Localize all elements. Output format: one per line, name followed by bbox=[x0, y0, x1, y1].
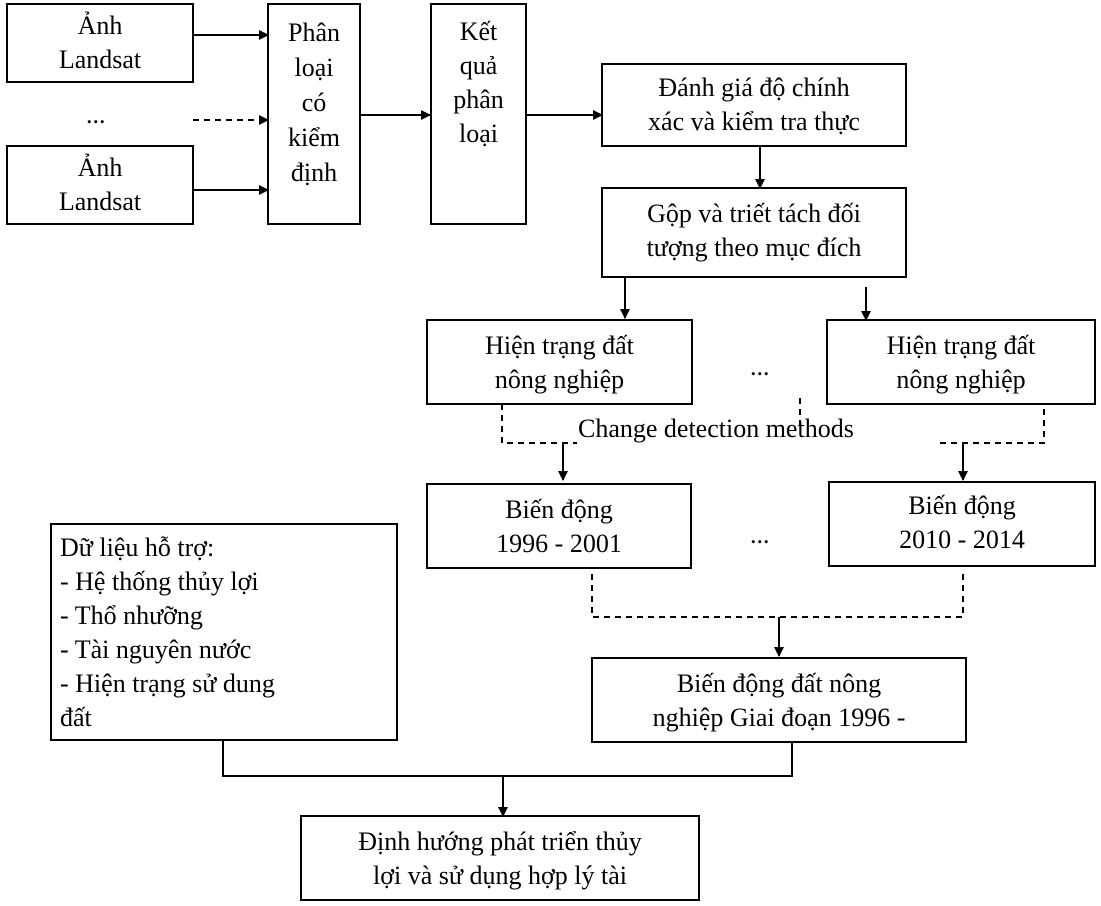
change-line: Biến động bbox=[505, 495, 613, 524]
merge-line: Gộp và triết tách đối bbox=[647, 199, 861, 228]
change-line: 1996 - 2001 bbox=[496, 529, 622, 558]
change-detection-label: Change detection methods bbox=[578, 414, 854, 443]
support-item: - Tài nguyên nước bbox=[60, 635, 252, 664]
accuracy-assessment-box: Đánh giá độ chính xác và kiểm tra thực bbox=[601, 63, 907, 147]
ellipsis-status: ... bbox=[750, 352, 770, 381]
support-item: đất bbox=[60, 703, 92, 732]
accuracy-line: xác và kiểm tra thực bbox=[648, 107, 860, 136]
orientation-line: Định hướng phát triển thủy bbox=[358, 827, 642, 856]
change-line: 2010 - 2014 bbox=[899, 525, 1025, 554]
result-line: loại bbox=[459, 119, 498, 148]
status-line: nông nghiệp bbox=[896, 365, 1026, 394]
agri-change-line: Biến động đất nông bbox=[676, 669, 882, 698]
agri-change-line: nghiệp Giai đoạn 1996 - bbox=[652, 703, 906, 732]
ellipsis-change: ... bbox=[750, 520, 770, 549]
classify-line: kiểm bbox=[288, 123, 340, 152]
support-item: - Thổ nhưỡng bbox=[60, 601, 203, 630]
status-line: Hiện trạng đất bbox=[485, 331, 634, 360]
landsat-box-1: Ảnh Landsat bbox=[6, 3, 194, 83]
development-orientation-box: Định hướng phát triển thủy lợi và sử dụn… bbox=[300, 815, 700, 901]
classify-line: Phân bbox=[288, 18, 340, 47]
support-item: - Hệ thống thủy lợi bbox=[60, 567, 259, 596]
result-line: quả bbox=[459, 51, 498, 80]
merge-line: tượng theo mục đích bbox=[646, 233, 862, 262]
merge-split-box: Gộp và triết tách đối tượng theo mục đíc… bbox=[601, 187, 907, 278]
landsat-label: Ảnh Landsat bbox=[58, 153, 142, 216]
accuracy-line: Đánh giá độ chính bbox=[658, 73, 850, 102]
change-line: Biến động bbox=[908, 491, 1016, 520]
status-line: Hiện trạng đất bbox=[886, 331, 1036, 360]
change-merge-bracket bbox=[591, 572, 964, 618]
classify-line: định bbox=[290, 158, 338, 187]
classification-result-box: Kết quả phân loại bbox=[430, 3, 527, 225]
change-detection-bracket bbox=[501, 398, 1045, 444]
classify-line: có bbox=[301, 88, 327, 117]
supervised-classification-box: Phân loại có kiểm định bbox=[267, 3, 361, 225]
result-line: phân bbox=[453, 85, 504, 114]
change-box-2010-2014: Biến động 2010 - 2014 bbox=[828, 481, 1096, 567]
support-item: - Hiện trạng sử dung bbox=[60, 669, 275, 698]
land-status-box-2: Hiện trạng đất nông nghiệp bbox=[826, 319, 1096, 405]
land-status-box-1: Hiện trạng đất nông nghiệp bbox=[426, 319, 693, 405]
supporting-data-box: Dữ liệu hỗ trợ: - Hệ thống thủy lợi - Th… bbox=[50, 523, 398, 741]
status-line: nông nghiệp bbox=[494, 365, 625, 394]
orientation-line: lợi và sử dụng hợp lý tài bbox=[373, 861, 627, 890]
support-heading: Dữ liệu hỗ trợ: bbox=[60, 533, 215, 562]
change-box-1996-2001: Biến động 1996 - 2001 bbox=[426, 483, 692, 569]
landsat-label: Ảnh Landsat bbox=[58, 11, 142, 74]
result-line: Kết bbox=[459, 17, 498, 46]
agri-land-change-box: Biến động đất nông nghiệp Giai đoạn 1996… bbox=[591, 657, 967, 743]
classify-line: loại bbox=[294, 53, 334, 82]
bottom-merge-bracket bbox=[222, 740, 793, 777]
landsat-box-2: Ảnh Landsat bbox=[6, 145, 194, 225]
ellipsis-inputs: ... bbox=[86, 100, 106, 129]
